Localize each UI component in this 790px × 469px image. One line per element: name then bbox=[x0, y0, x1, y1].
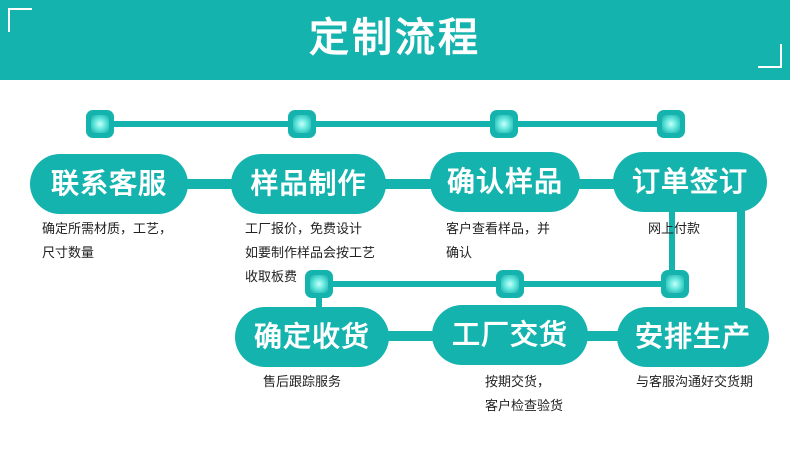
step-description-production: 与客服沟通好交货期 bbox=[636, 371, 753, 395]
step-description-receipt: 售后跟踪服务 bbox=[263, 371, 341, 395]
step-confirm-sample: 确认样品 bbox=[430, 152, 580, 212]
step-confirm-receipt: 确定收货 bbox=[235, 307, 389, 367]
desc-line: 尺寸数量 bbox=[42, 246, 95, 261]
desc-line: 与客服沟通好交货期 bbox=[636, 375, 754, 390]
desc-line: 如要制作样品会按工艺 bbox=[245, 246, 376, 261]
connector-drop-1 bbox=[669, 205, 675, 280]
desc-line: 客户查看样品，并 bbox=[446, 222, 551, 237]
connector-upper-row bbox=[160, 179, 680, 189]
flow-node bbox=[305, 270, 333, 298]
connector-top-line bbox=[100, 121, 672, 127]
flow-node bbox=[496, 270, 524, 298]
step-description-sample: 工厂报价，免费设计 如要制作样品会按工艺 收取板费 bbox=[245, 218, 375, 290]
step-description-confirm: 客户查看样品，并 确认 bbox=[446, 218, 550, 266]
step-sign-order: 订单签订 bbox=[613, 152, 767, 212]
flow-node bbox=[288, 110, 316, 138]
connector-drop-2 bbox=[316, 287, 322, 309]
step-contact-service: 联系客服 bbox=[30, 154, 188, 214]
step-description-contact: 确定所需材质，工艺， 尺寸数量 bbox=[42, 218, 172, 266]
flow-node bbox=[657, 110, 685, 138]
flow-node bbox=[661, 270, 689, 298]
corner-bracket-bottom-right bbox=[758, 44, 782, 68]
step-sample-making: 样品制作 bbox=[231, 154, 386, 214]
desc-line: 按期交货， bbox=[485, 375, 551, 390]
page-title: 定制流程 bbox=[309, 15, 481, 61]
header-banner: 定制流程 bbox=[0, 0, 790, 80]
desc-line: 售后跟踪服务 bbox=[263, 375, 342, 390]
desc-line: 确认 bbox=[446, 246, 473, 261]
flow-node bbox=[86, 110, 114, 138]
step-description-delivery: 按期交货， 客户检查验货 bbox=[485, 371, 563, 419]
desc-line: 工厂报价，免费设计 bbox=[245, 222, 363, 237]
desc-line: 收取板费 bbox=[245, 270, 298, 285]
desc-line: 客户检查验货 bbox=[485, 399, 564, 414]
flow-node bbox=[490, 110, 518, 138]
desc-line: 网上付款 bbox=[648, 222, 701, 237]
corner-bracket-top-left bbox=[8, 8, 32, 32]
step-description-order: 网上付款 bbox=[648, 218, 700, 242]
desc-line: 确定所需材质，工艺， bbox=[42, 222, 173, 237]
step-factory-delivery: 工厂交货 bbox=[432, 305, 588, 365]
connector-right-vertical bbox=[737, 200, 745, 318]
step-arrange-production: 安排生产 bbox=[617, 307, 769, 367]
